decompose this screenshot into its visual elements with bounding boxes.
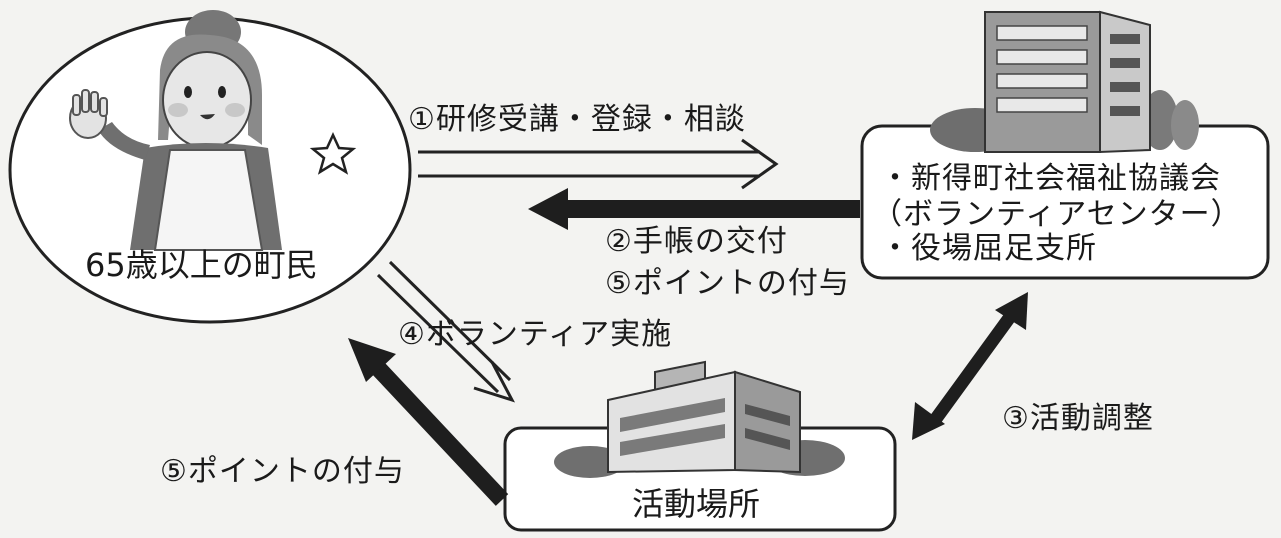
step5-label-office: ⑤ポイントの付与	[605, 266, 850, 301]
activity-place-label: 活動場所	[632, 485, 761, 523]
arrow-points-from-place	[348, 338, 509, 506]
arrow-handbook-points	[528, 188, 860, 230]
resident-woman-illustration	[69, 10, 282, 251]
office-building-icon	[930, 10, 1199, 154]
office-line-3: ・役場屈足支所	[880, 231, 1097, 266]
arrow-training-registration	[418, 138, 779, 190]
step2-label: ②手帳の交付	[605, 224, 788, 259]
step1-label: ①研修受講・登録・相談	[408, 102, 746, 137]
step4-label: ④ボランティア実施	[398, 317, 673, 352]
sparkle-icon	[309, 132, 357, 175]
office-line-1: ・新得町社会福祉協議会	[880, 161, 1221, 196]
arrow-volunteer-activity	[376, 260, 516, 403]
step5-label-place: ⑤ポイントの付与	[160, 454, 405, 489]
activity-building-icon	[554, 360, 845, 478]
resident-label: 65歳以上の町民	[85, 246, 318, 284]
step3-label: ③活動調整	[1002, 401, 1154, 436]
arrow-activity-coordination	[912, 292, 1028, 440]
office-line-2: （ボランティアセンター）	[872, 197, 1242, 232]
